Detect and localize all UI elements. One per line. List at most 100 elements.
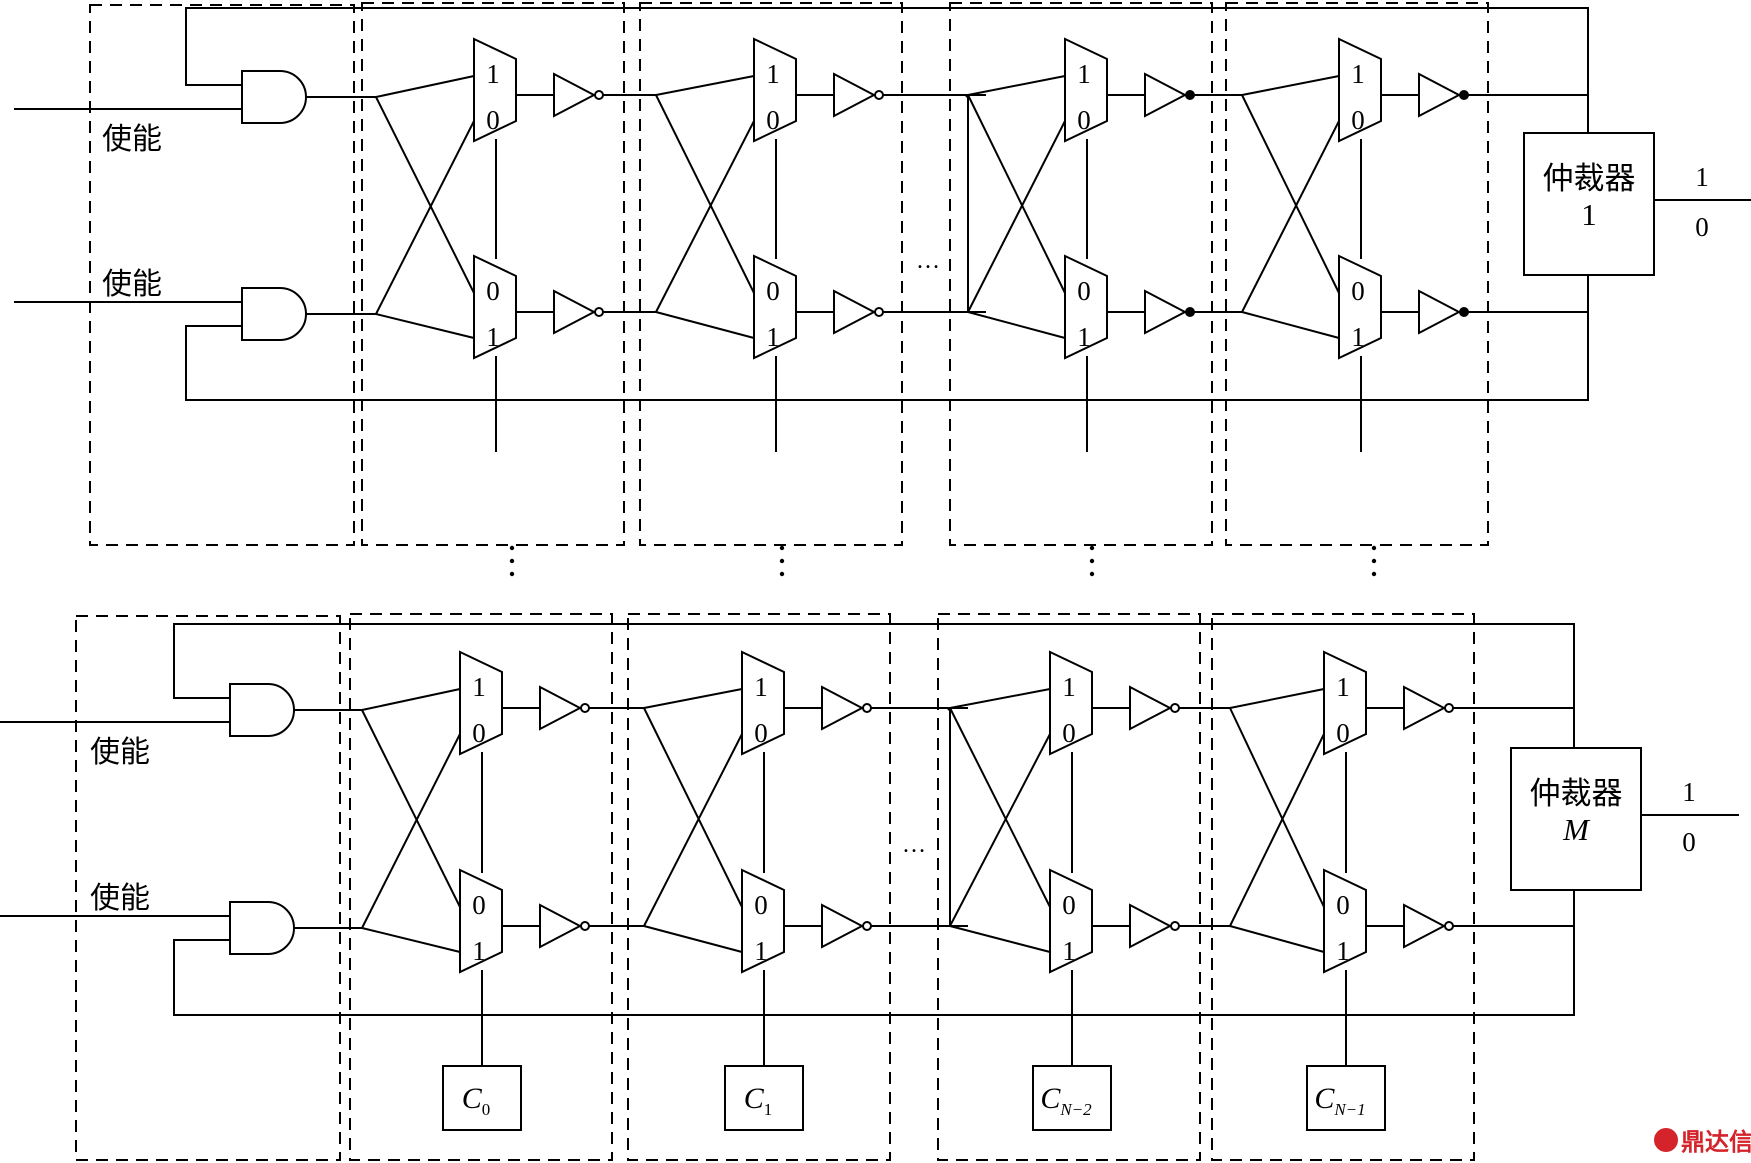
mux-input-label: 0 (472, 890, 486, 920)
switch-stage-boundary (949, 2, 1213, 546)
inverter (1129, 903, 1173, 949)
cross-wire (949, 707, 1051, 908)
bottom-feedback-rail (185, 275, 1589, 401)
enable-stage-boundary (75, 615, 341, 1161)
cross-wire (949, 925, 1051, 953)
multiplexer (1338, 254, 1382, 360)
multiplexer (473, 37, 517, 143)
straight-wire (361, 927, 461, 953)
arbiter-name: 仲裁器 (1543, 161, 1636, 197)
inverter-bubble (1459, 90, 1469, 100)
mux-input-label: 1 (754, 936, 768, 966)
switch-stage-boundary (639, 2, 903, 546)
multiplexer (459, 868, 503, 974)
inverter-bubble (580, 703, 590, 713)
vertical-ellipsis (1371, 571, 1377, 577)
inverter (833, 289, 877, 335)
inverter-bubble (862, 921, 872, 931)
inverter-bubble (1444, 703, 1454, 713)
mux-input-label: 1 (1077, 59, 1091, 89)
mux-input-label: 0 (1336, 718, 1350, 748)
enable-label: 使能 (90, 881, 150, 916)
cross-wire (655, 120, 755, 313)
inverter (1144, 289, 1188, 335)
stage-ellipsis: … (902, 832, 926, 858)
straight-wire (1241, 75, 1340, 96)
multiplexer (741, 868, 785, 974)
arbiter-block (1510, 747, 1642, 891)
mux-input-label: 0 (472, 718, 486, 748)
mux-input-label: 1 (486, 59, 500, 89)
inverter (553, 72, 597, 118)
vertical-ellipsis (509, 571, 515, 577)
cross-wire (643, 733, 743, 927)
vertical-ellipsis (1089, 571, 1095, 577)
straight-wire (375, 75, 475, 98)
vertical-ellipsis (1371, 558, 1377, 564)
inverter (553, 289, 597, 335)
mux-input-label: 0 (766, 276, 780, 306)
challenge-bit-label: C0 (462, 1082, 491, 1119)
cross-wire (1229, 733, 1325, 927)
vertical-ellipsis (1089, 545, 1095, 551)
inverter-bubble (1170, 921, 1180, 931)
cross-wire (1229, 707, 1325, 908)
cross-wire (967, 75, 1066, 96)
cross-wire (967, 120, 1066, 313)
and-gate (241, 70, 307, 124)
watermark-text: 鼎达信 (1681, 1128, 1751, 1156)
switch-stage-boundary (1225, 2, 1489, 546)
multiplexer (1338, 37, 1382, 143)
straight-wire (643, 925, 743, 953)
switch-stage-boundary (1211, 613, 1475, 1161)
multiplexer (741, 650, 785, 756)
inverter (833, 72, 877, 118)
mux-input-label: 0 (766, 105, 780, 135)
mux-input-label: 0 (486, 105, 500, 135)
challenge-bit-subscript: 0 (482, 1100, 491, 1119)
cross-wire (643, 707, 743, 908)
inverter-bubble (862, 703, 872, 713)
enable-label: 使能 (102, 122, 162, 157)
vertical-ellipsis (779, 558, 785, 564)
mux-input-label: 0 (1062, 890, 1076, 920)
mux-input-label: 1 (472, 672, 486, 702)
mux-input-label: 0 (754, 718, 768, 748)
mux-input-label: 1 (1077, 322, 1091, 352)
mux-input-label: 0 (1077, 105, 1091, 135)
inverter (1418, 72, 1462, 118)
mux-input-label: 0 (1077, 276, 1091, 306)
challenge-bit-subscript: 1 (764, 1100, 773, 1119)
mux-input-label: 1 (1336, 672, 1350, 702)
mux-input-label: 1 (766, 322, 780, 352)
switch-stage-boundary (349, 613, 613, 1161)
inverter (821, 685, 865, 731)
challenge-bit-box (724, 1065, 804, 1131)
mux-input-label: 1 (1351, 322, 1365, 352)
mux-input-label: 1 (1351, 59, 1365, 89)
cross-wire (967, 311, 1066, 339)
cross-wire (375, 96, 475, 294)
vertical-ellipsis (509, 545, 515, 551)
mux-input-label: 1 (472, 936, 486, 966)
inverter-bubble (1185, 90, 1195, 100)
inverter (1418, 289, 1462, 335)
cross-wire (655, 94, 755, 294)
inverter-bubble (1185, 307, 1195, 317)
and-gate (241, 287, 307, 341)
inverter-bubble (594, 307, 604, 317)
challenge-bit-subscript: N−2 (1059, 1100, 1092, 1119)
multiplexer (1064, 254, 1108, 360)
and-gate (229, 683, 295, 737)
multiplexer (753, 37, 797, 143)
inverter-bubble (874, 90, 884, 100)
arbiter-index: M (1562, 812, 1591, 847)
switch-stage-boundary (937, 613, 1201, 1161)
multiplexer (1323, 650, 1367, 756)
multiplexer (473, 254, 517, 360)
inverter-bubble (594, 90, 604, 100)
multiplexer (1049, 650, 1093, 756)
vertical-ellipsis (1089, 558, 1095, 564)
cross-wire (949, 733, 1051, 927)
